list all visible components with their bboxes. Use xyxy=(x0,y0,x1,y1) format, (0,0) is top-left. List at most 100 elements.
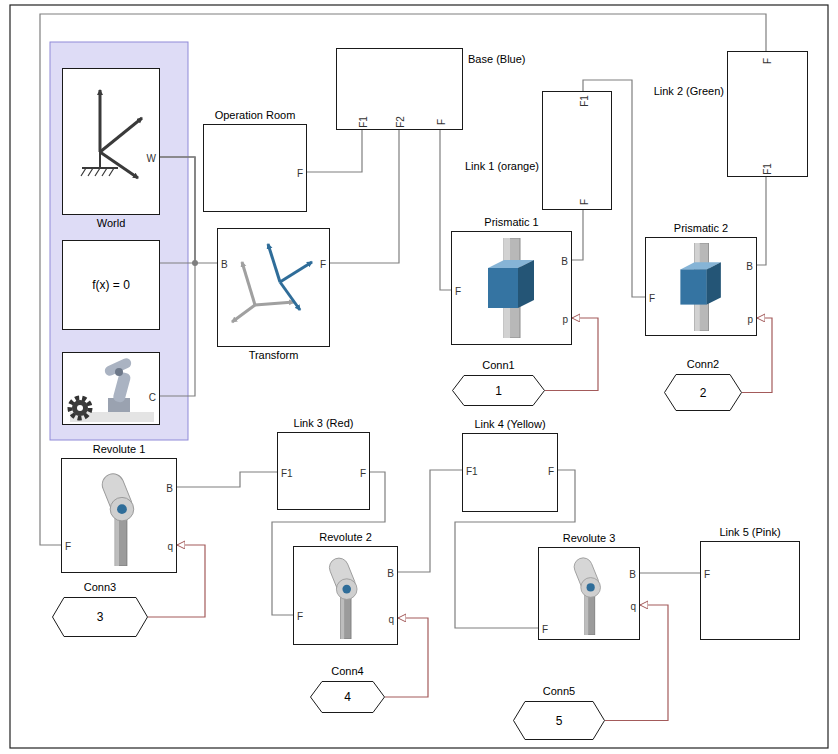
hexagon-shape xyxy=(665,375,742,411)
block-name: Base (Blue) xyxy=(468,53,525,66)
simscape-block: Link 2 (Green)FF1 xyxy=(727,51,808,177)
port-label: F xyxy=(649,292,655,305)
simscape-block: Prismatic 2BpF xyxy=(645,237,757,336)
simscape-block: f(x) = 0 xyxy=(62,240,160,330)
block-name: Link 3 (Red) xyxy=(294,417,354,430)
hexagon-shape xyxy=(453,376,545,406)
port-label: F1 xyxy=(578,95,591,107)
simscape-block: Prismatic 1BpF xyxy=(451,231,572,345)
port-label: F xyxy=(761,58,774,64)
revolute-joint-icon xyxy=(99,471,135,566)
port-label: F xyxy=(297,167,303,180)
physical-connection xyxy=(177,472,277,487)
hexagon-shape xyxy=(53,598,148,637)
port-label: p xyxy=(562,313,568,326)
block-name: Operation Room xyxy=(215,109,296,122)
block-text: f(x) = 0 xyxy=(92,279,130,292)
block-text: 1 xyxy=(495,384,502,397)
physical-connection xyxy=(330,130,399,263)
simscape-block: Revolute 2FBq xyxy=(293,546,398,645)
hexagon-shape xyxy=(514,702,605,740)
frame-border xyxy=(10,5,828,748)
subsystem-panel xyxy=(50,42,188,440)
port-label: C xyxy=(149,391,156,404)
simscape-block: WorldW xyxy=(62,68,160,215)
physical-connection xyxy=(307,130,362,172)
block-text: 3 xyxy=(97,611,104,624)
port-label: p xyxy=(747,313,753,326)
block-name: Revolute 3 xyxy=(563,532,616,545)
block-name: Transform xyxy=(249,349,299,362)
physical-connection xyxy=(160,157,195,263)
goto-tag-block: Conn22 xyxy=(664,374,742,411)
simscape-block: C xyxy=(62,352,160,425)
mechanism-config-icon xyxy=(70,357,154,422)
goto-tag-block: Conn33 xyxy=(52,597,148,637)
port-label: B xyxy=(387,567,394,580)
port-label: q xyxy=(630,600,636,613)
port-label: W xyxy=(147,152,156,165)
block-name: Revolute 2 xyxy=(319,531,372,544)
physical-connection xyxy=(572,210,583,260)
block-name: Conn2 xyxy=(687,358,719,371)
port-label: B xyxy=(561,255,568,268)
physical-connection xyxy=(440,130,451,290)
goto-tag-block: Conn44 xyxy=(310,681,385,713)
port-label: F xyxy=(435,119,448,125)
port-label: F1 xyxy=(357,116,370,128)
port-label: F1 xyxy=(281,467,293,480)
simscape-block: TransformBF xyxy=(217,228,330,347)
port-label: F1 xyxy=(761,163,774,175)
block-name: World xyxy=(97,217,126,230)
port-label: F xyxy=(704,568,710,581)
simscape-block: Link 3 (Red)F1F xyxy=(277,432,370,510)
block-name: Prismatic 1 xyxy=(484,216,538,229)
port-label: F xyxy=(65,540,71,553)
port-label: F xyxy=(542,623,548,636)
block-name: Link 2 (Green) xyxy=(654,85,724,98)
port-label: F xyxy=(548,465,554,478)
port-label: F2 xyxy=(394,116,407,128)
simscape-block: Revolute 1FBq xyxy=(61,458,177,573)
port-label: B xyxy=(166,482,173,495)
prismatic-joint-icon xyxy=(488,238,534,338)
block-name: Conn4 xyxy=(331,665,363,678)
port-label: q xyxy=(167,540,173,553)
port-label: F xyxy=(578,199,591,205)
block-text: 5 xyxy=(556,714,563,727)
simscape-block: Link 5 (Pink)F xyxy=(700,541,800,640)
simscape-block: Base (Blue)F1F2F xyxy=(336,48,463,130)
goto-tag-block: Conn11 xyxy=(452,375,545,406)
physical-connection xyxy=(398,470,462,572)
port-label: F xyxy=(455,285,461,298)
hexagon-shape xyxy=(311,682,385,713)
revolute-joint-icon xyxy=(327,555,359,639)
physical-connection xyxy=(757,177,766,265)
simscape-block: Link 4 (Yellow)F1F xyxy=(462,433,558,512)
block-text: 2 xyxy=(700,386,707,399)
simscape-block: Operation RoomF xyxy=(203,124,307,212)
block-name: Link 1 (orange) xyxy=(465,160,539,173)
physical-connection xyxy=(640,572,700,573)
block-name: Conn3 xyxy=(84,581,116,594)
simscape-block: Revolute 3FBq xyxy=(538,547,640,640)
world-frame-icon xyxy=(81,90,142,178)
block-name: Link 5 (Pink) xyxy=(719,526,780,539)
block-name: Conn1 xyxy=(482,359,514,372)
block-name: Prismatic 2 xyxy=(674,222,728,235)
prismatic-joint-icon xyxy=(680,243,720,331)
physical-connection xyxy=(160,157,195,396)
goto-tag-block: Conn55 xyxy=(513,701,605,740)
block-name: Conn5 xyxy=(543,685,575,698)
block-name: Revolute 1 xyxy=(93,443,146,456)
simscape-block: Link 1 (orange)F1F xyxy=(542,91,612,210)
port-label: F xyxy=(360,467,366,480)
port-label: B xyxy=(629,568,636,581)
port-label: B xyxy=(746,260,753,273)
port-label: q xyxy=(388,613,394,626)
transform-icon xyxy=(232,244,312,322)
block-name: Link 4 (Yellow) xyxy=(474,418,545,431)
revolute-joint-icon xyxy=(571,555,601,635)
port-label: F1 xyxy=(466,465,478,478)
